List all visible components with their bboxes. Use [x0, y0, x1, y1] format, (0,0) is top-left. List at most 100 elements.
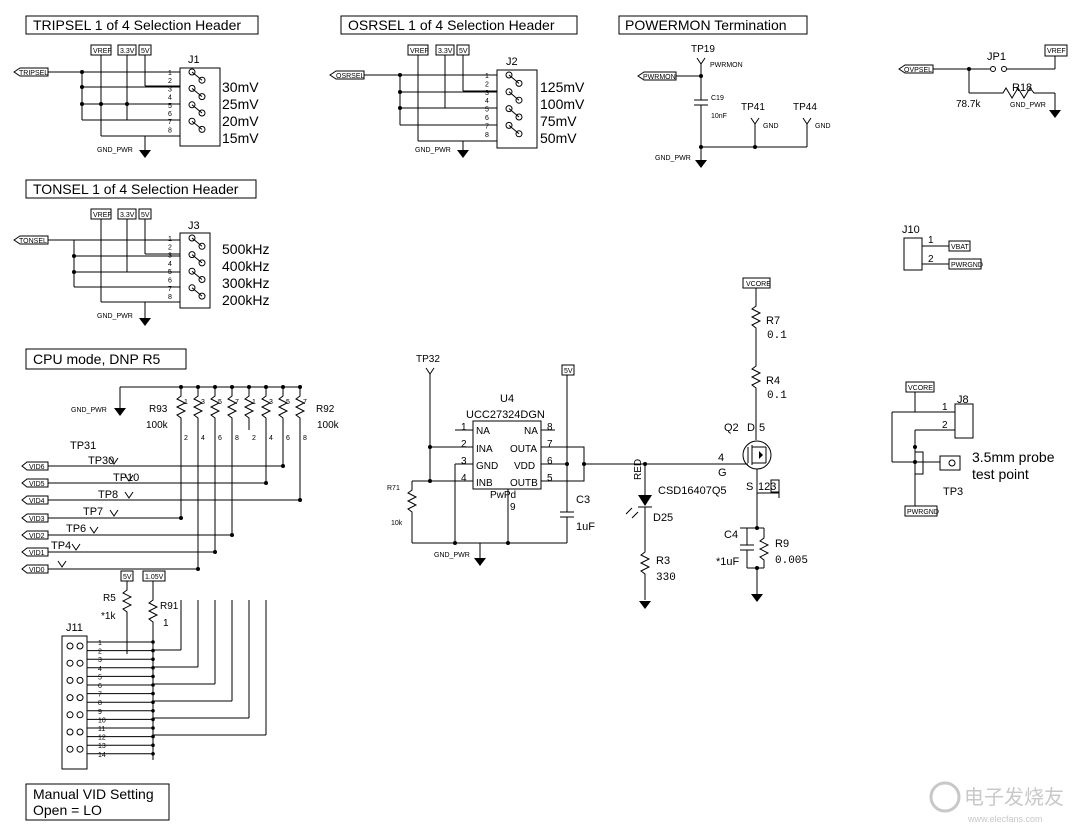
svg-text:VDD: VDD [514, 461, 535, 472]
pin-link [191, 287, 203, 297]
j11-pin-circle [76, 676, 84, 684]
test-point-label: TP6 [66, 523, 86, 535]
j11-pin-number: 8 [98, 700, 102, 707]
pin-circle [198, 125, 206, 133]
pin-number: 8 [168, 294, 172, 301]
svg-text:15mV: 15mV [222, 130, 259, 146]
svg-text:TRIPSEL: TRIPSEL [19, 70, 48, 77]
svg-text:RED: RED [633, 459, 644, 480]
rn-pin-top: 7 [235, 399, 239, 406]
rn-pin-bot: 8 [235, 435, 239, 442]
svg-text:R71: R71 [387, 485, 400, 492]
svg-text:PWRMON: PWRMON [643, 74, 676, 81]
j11-junction [151, 743, 155, 747]
svg-text:400kHz: 400kHz [222, 258, 269, 274]
rn-pin-top: 3 [269, 399, 273, 406]
pin-circle [188, 234, 196, 242]
cpu-title-box: CPU mode, DNP R5 [25, 348, 187, 370]
rn-pin-bot: 6 [286, 435, 290, 442]
test-point-label: TP31 [70, 440, 96, 452]
pin-link [508, 91, 520, 101]
vid-junction [196, 567, 200, 571]
svg-text:330: 330 [656, 572, 676, 584]
svg-text:5V: 5V [123, 574, 132, 581]
svg-text:J10: J10 [902, 224, 920, 236]
svg-text:1: 1 [942, 402, 948, 413]
j11-pin-circle [66, 745, 74, 753]
svg-text:3.3V: 3.3V [438, 48, 453, 55]
j11-junction [151, 691, 155, 696]
u4-gate-driver: TP32 U4 UCC27324DGN NA INA GND INB NA OU… [387, 354, 740, 566]
svg-text:PWRGND: PWRGND [951, 262, 983, 269]
pin-circle [188, 251, 196, 259]
svg-text:J3: J3 [188, 220, 200, 232]
power-stage: VCORE R7 0.1 R4 0.1 Q2 D 5 4 G S 123 CSD… [625, 277, 808, 609]
test-point-icon [109, 457, 119, 465]
pin-circle [505, 105, 513, 113]
j11-pin-number: 7 [98, 692, 102, 699]
svg-text:1uF: 1uF [576, 521, 595, 533]
j11-junction [151, 640, 155, 644]
svg-text:10k: 10k [391, 520, 403, 527]
j8-probe-testpoint: VCORE 1 2 J8 3.5mm probe test point TP3 … [891, 381, 1055, 517]
svg-text:6: 6 [547, 456, 553, 467]
j3-tonsel-header: VREF 3.3V 5V TONSEL GND_PWR J3 500kHz 40… [13, 208, 269, 326]
rn-resistor [209, 387, 221, 430]
svg-text:GND: GND [815, 123, 831, 130]
rn-pin-bot: 4 [269, 435, 273, 442]
svg-text:*1k: *1k [101, 611, 116, 622]
pin-circle [188, 267, 196, 275]
svg-text:300kHz: 300kHz [222, 275, 269, 291]
svg-text:C3: C3 [576, 494, 590, 506]
vid-junction [230, 533, 234, 537]
pin-number: 5 [485, 107, 489, 114]
pin-link [508, 74, 520, 84]
svg-text:8: 8 [547, 422, 553, 433]
vid-junction [281, 464, 285, 468]
rn-pin-top: 1 [252, 399, 256, 406]
svg-text:TP44: TP44 [793, 102, 817, 113]
svg-text:GND_PWR: GND_PWR [655, 155, 691, 162]
test-point-label: TP4 [51, 540, 71, 552]
svg-text:3.3V: 3.3V [120, 48, 135, 55]
svg-text:INB: INB [476, 478, 493, 489]
rn-pin-top: 5 [218, 399, 222, 406]
svg-text:U4: U4 [500, 393, 514, 405]
pin-number: 4 [168, 261, 172, 268]
svg-text:GND_PWR: GND_PWR [415, 147, 451, 154]
svg-text:5V: 5V [459, 48, 468, 55]
tonsel-title-box: TONSEL 1 of 4 Selection Header [25, 179, 257, 199]
svg-text:GND_PWR: GND_PWR [71, 407, 107, 414]
svg-text:125mV: 125mV [540, 79, 585, 95]
svg-text:100mV: 100mV [540, 96, 585, 112]
test-point-icon [71, 543, 81, 551]
rn-pin-top: 7 [303, 399, 307, 406]
vid-label: VID4 [29, 498, 45, 505]
svg-text:2: 2 [461, 439, 467, 450]
j11-junction [151, 734, 155, 739]
j11-pin-circle [66, 711, 74, 719]
pin-number: 4 [168, 95, 172, 102]
svg-text:CSD16407Q5: CSD16407Q5 [658, 485, 727, 497]
svg-text:VREF: VREF [93, 212, 112, 219]
j11-pin-number: 6 [98, 683, 102, 690]
jp1-ovpsel: OVPSEL JP1 VREF R18 78.7k GND_PWR [898, 44, 1068, 118]
svg-text:0.1: 0.1 [767, 390, 787, 402]
pin-number: 3 [168, 86, 172, 93]
svg-text:25mV: 25mV [222, 96, 259, 112]
pin-link [191, 254, 203, 264]
j11-pin-circle [76, 711, 84, 719]
svg-text:UCC27324DGN: UCC27324DGN [466, 409, 545, 421]
j11-pin-number: 14 [98, 752, 106, 759]
svg-text:C19: C19 [711, 95, 724, 102]
rn-pin-bot: 2 [184, 435, 188, 442]
pin-number: 6 [168, 111, 172, 118]
svg-text:PWRGND: PWRGND [907, 509, 939, 516]
svg-text:100k: 100k [146, 420, 169, 431]
svg-text:OSRSEL: OSRSEL [336, 73, 365, 80]
rn-resistor [226, 387, 238, 430]
svg-text:TP3: TP3 [943, 486, 963, 498]
